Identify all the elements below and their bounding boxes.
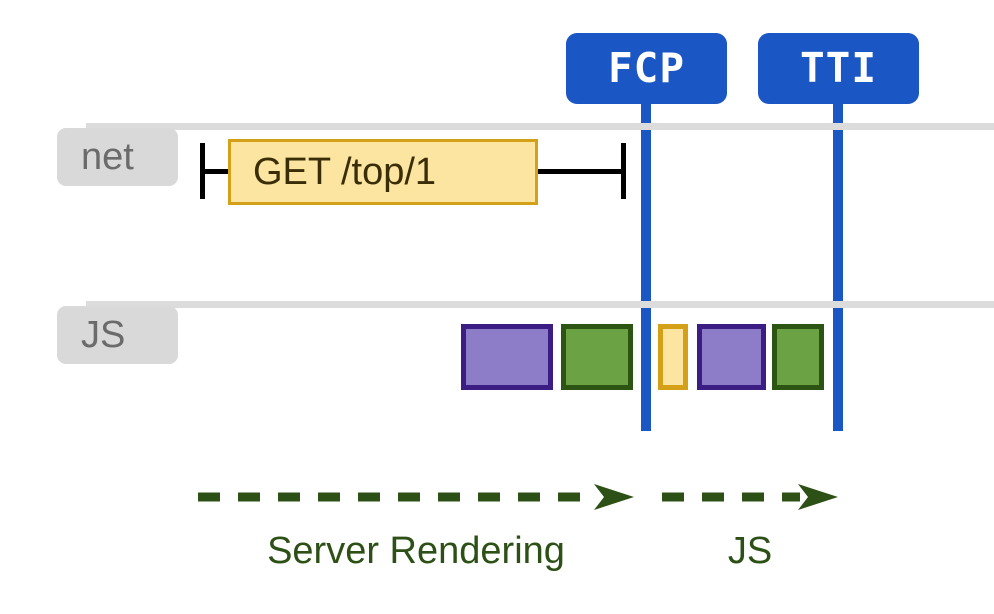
phase-arrow-js [660, 482, 840, 512]
js-task-block-5[interactable] [772, 324, 824, 390]
track-rule-net [86, 123, 994, 130]
milestone-line-fcp [641, 104, 651, 431]
js-task-block-3[interactable] [658, 324, 688, 390]
arrow-right-dashed-icon [662, 484, 838, 510]
network-request-bar[interactable]: GET /top/1 [228, 139, 538, 205]
track-chip-js: JS [57, 306, 178, 364]
js-task-block-1[interactable] [461, 324, 553, 390]
js-task-block-2[interactable] [561, 324, 633, 390]
arrow-right-dashed-icon [198, 484, 634, 510]
phase-caption-js: JS [727, 530, 773, 572]
request-whisker-cap-right [621, 143, 626, 199]
milestone-badge-fcp[interactable]: FCP [566, 33, 727, 104]
phase-arrow-server-rendering [196, 482, 636, 512]
track-chip-net: net [57, 128, 178, 186]
milestone-line-tti [833, 104, 843, 431]
track-rule-js [86, 301, 994, 308]
phase-caption-server-rendering: Server Rendering [267, 530, 565, 572]
js-task-block-4[interactable] [697, 324, 766, 390]
milestone-badge-tti[interactable]: TTI [758, 33, 919, 104]
